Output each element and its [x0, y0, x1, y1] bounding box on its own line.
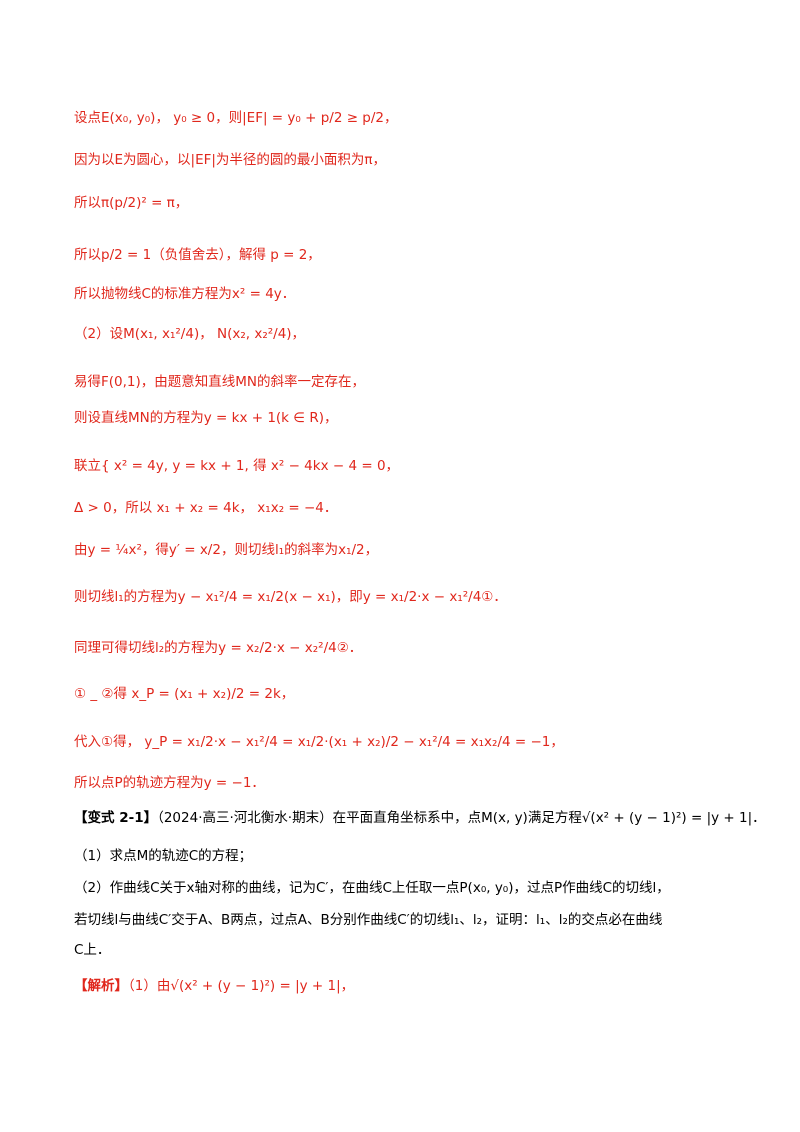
- solution-line-12: 则切线l₁的方程为y − x₁²/4 = x₁/2(x − x₁)，即y = x…: [74, 589, 507, 605]
- solution-line-3: 所以π(p/2)² = π，: [74, 195, 189, 211]
- solution-line-8: 则设直线MN的方程为y = kx + 1(k ∈ R)，: [74, 410, 338, 426]
- solution-line-15: 代入①得， y_P = x₁/2·x − x₁²/4 = x₁/2·(x₁ + …: [74, 734, 564, 750]
- solution-line-13: 同理可得切线l₂的方程为y = x₂/2·x − x₂²/4②．: [74, 640, 363, 656]
- solution-line-5: 所以抛物线C的标准方程为x² = 4y．: [74, 286, 296, 302]
- solution-line-1: 设点E(x₀, y₀)， y₀ ≥ 0，则|EF| = y₀ + p/2 ≥ p…: [74, 110, 398, 126]
- variant-label: 【变式 2-1】: [74, 810, 158, 826]
- analysis-line: 【解析】（1）由√(x² + (y − 1)²) = |y + 1|，: [74, 976, 354, 996]
- variant-stem: 在平面直角坐标系中，点M(x, y)满足方程√(x² + (y − 1)²) =…: [332, 810, 766, 826]
- variant-source: （2024·高三·河北衡水·期末）: [157, 810, 333, 826]
- solution-line-4: 所以p/2 = 1（负值舍去），解得 p = 2，: [74, 247, 321, 263]
- solution-line-14: ① _ ②得 x_P = (x₁ + x₂)/2 = 2k，: [74, 686, 295, 702]
- solution-line-7: 易得F(0,1)，由题意知直线MN的斜率一定存在，: [74, 374, 366, 390]
- solution-line-2: 因为以E为圆心，以|EF|为半径的圆的最小面积为π，: [74, 152, 387, 168]
- variant-question-2-line-2: 若切线l与曲线C′交于A、B两点，过点A、B分别作曲线C′的切线l₁、l₂，证明…: [74, 912, 663, 928]
- solution-line-6: （2）设M(x₁, x₁²/4)， N(x₂, x₂²/4)，: [74, 326, 306, 342]
- variant-question-1: （1）求点M的轨迹C的方程；: [74, 848, 253, 864]
- analysis-label: 【解析】: [74, 978, 128, 994]
- variant-question-2-line-3: C上．: [74, 942, 111, 958]
- analysis-text: （1）由√(x² + (y − 1)²) = |y + 1|，: [128, 978, 355, 994]
- solution-line-16: 所以点P的轨迹方程为y = −1．: [74, 775, 265, 791]
- solution-line-10: Δ > 0，所以 x₁ + x₂ = 4k， x₁x₂ = −4．: [74, 500, 338, 516]
- variant-header: 【变式 2-1】（2024·高三·河北衡水·期末）在平面直角坐标系中，点M(x,…: [74, 808, 766, 828]
- solution-line-9: 联立{ x² = 4y, y = kx + 1, 得 x² − 4kx − 4 …: [74, 458, 400, 474]
- variant-question-2-line-1: （2）作曲线C关于x轴对称的曲线，记为C′，在曲线C上任取一点P(x₀, y₀)…: [74, 880, 670, 896]
- solution-line-11: 由y = ¼x²，得y′ = x/2，则切线l₁的斜率为x₁/2，: [74, 542, 379, 558]
